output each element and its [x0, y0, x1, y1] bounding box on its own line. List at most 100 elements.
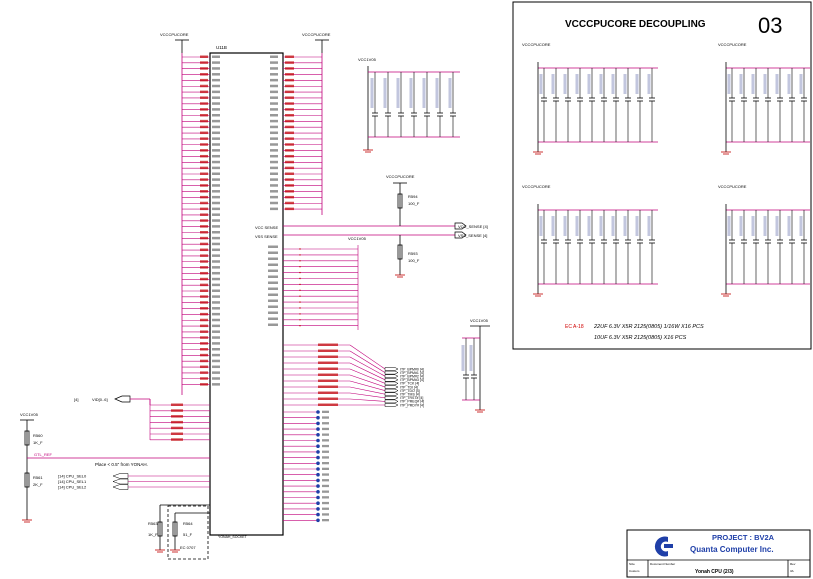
- pin-name: [212, 225, 220, 228]
- pin-name: [212, 283, 220, 287]
- small-cap-rail: VCC1V05: [358, 57, 377, 62]
- test-point-label: [322, 439, 329, 442]
- cap-part-label: [623, 216, 627, 236]
- cap-part-label: [551, 216, 555, 236]
- pin-number: [285, 114, 294, 117]
- pin-name: [270, 160, 278, 164]
- pin-name: [212, 55, 220, 58]
- ec-tag: EC A-18: [565, 324, 584, 330]
- pin-name: [270, 207, 278, 211]
- cap-note-1: 22UF 6.3V X5R 2125(0805) 1/16W X16 PCS: [593, 324, 704, 330]
- test-point-label: [322, 484, 329, 488]
- test-point-label: [322, 416, 329, 419]
- cap-part-label: [623, 74, 627, 94]
- pin-name: [268, 305, 278, 308]
- cap-part-label: [751, 74, 755, 94]
- itp-net-tag: [318, 403, 338, 406]
- pin-name: [212, 231, 220, 234]
- test-point: [316, 415, 320, 420]
- pin-name: [268, 299, 278, 302]
- pin-number: [200, 377, 208, 380]
- pin-number: [200, 67, 208, 70]
- pin-number: [200, 353, 208, 357]
- cpu-rail-left: VCCCPUCORE: [160, 32, 189, 37]
- vid-bit-label: [171, 438, 183, 441]
- cap-part-label: [409, 78, 413, 108]
- pin-number: [285, 61, 294, 64]
- vid-bit-label: [171, 415, 183, 418]
- vid-bit-label: [171, 420, 183, 424]
- cap-part-label: [539, 216, 543, 236]
- place-note: Place < 0.5" from YONAH.: [95, 462, 148, 467]
- test-point-label: [322, 496, 329, 499]
- r563-val: 1K_F: [148, 532, 158, 537]
- test-point: [316, 484, 320, 488]
- pin-name: [212, 248, 220, 252]
- pin-number: [285, 154, 294, 158]
- pin-name: [212, 324, 220, 328]
- r593-val: 100_F: [408, 258, 420, 263]
- decoupling-panel: [512, 1, 812, 350]
- pin-number: [200, 254, 208, 257]
- itp-net-label: ITP_TMS [4]: [400, 393, 420, 397]
- pin-name: [212, 125, 220, 129]
- pin-name: [212, 178, 220, 181]
- test-point: [316, 490, 320, 494]
- pin-number: [200, 172, 208, 175]
- test-point-label: [322, 433, 329, 436]
- pin-name: [212, 330, 220, 333]
- test-point-label: [322, 427, 329, 431]
- pin-number: [200, 119, 208, 123]
- pin-name: [270, 55, 278, 58]
- test-point-label: [322, 462, 329, 465]
- test-point-label: [322, 467, 329, 470]
- vid-net: VID[0..6]: [92, 397, 108, 402]
- pin-number: [200, 231, 208, 234]
- itp-net-tag: [318, 397, 338, 400]
- pin-number: [200, 114, 208, 117]
- r563-ref: R563: [148, 521, 158, 526]
- cap-part-label: [787, 216, 791, 236]
- itp-net-tag: [318, 373, 338, 376]
- ec-0707-label: EC 0707: [180, 545, 196, 550]
- test-point: [316, 507, 320, 511]
- pin-number: [200, 348, 208, 351]
- cap-part-label: [635, 74, 639, 94]
- pin-number: [200, 277, 208, 281]
- itp-net-tag: [318, 391, 338, 394]
- pin-number: [285, 184, 294, 187]
- vid-bit-label: [171, 409, 183, 412]
- pin-name: [212, 371, 220, 374]
- test-point: [316, 421, 320, 426]
- vss-sense-net: VSS_SENSE [4]: [458, 233, 487, 238]
- pin-name: [268, 245, 278, 248]
- itp-nets: ITP_BPM#0 [4]ITP_BPM#1 [4]ITP_BPM#2 [4]I…: [283, 343, 424, 407]
- pin-name: [270, 108, 278, 111]
- cap-part-label: [635, 216, 639, 236]
- page-number: 03: [758, 13, 782, 38]
- pin-name: [212, 67, 220, 70]
- decoupling-cap-groups: [533, 62, 810, 297]
- pin-name: [212, 213, 220, 216]
- pin-number: [200, 143, 208, 146]
- pin-number: [200, 190, 208, 193]
- cap-part-label: [575, 216, 579, 236]
- r561-val: 2K_F: [33, 482, 43, 487]
- tb-doc-title: Yonah CPU (2/3): [695, 569, 734, 575]
- pin-name: [212, 207, 220, 211]
- test-point-label: [322, 490, 329, 493]
- pin-name: [212, 301, 220, 304]
- pin-name: [212, 271, 220, 275]
- test-point: [316, 433, 320, 437]
- pin-number: [200, 324, 208, 328]
- pin-number: [285, 207, 294, 211]
- pin-name: [270, 73, 278, 76]
- pin-name: [212, 90, 220, 94]
- pin-number: [200, 90, 208, 94]
- cap-part-label: [727, 216, 731, 236]
- pin-name: [212, 377, 220, 380]
- cap-part-label: [763, 74, 767, 94]
- pin-name: [270, 131, 278, 135]
- cap-part-label: [775, 216, 779, 236]
- itp-net-tag: [318, 349, 338, 352]
